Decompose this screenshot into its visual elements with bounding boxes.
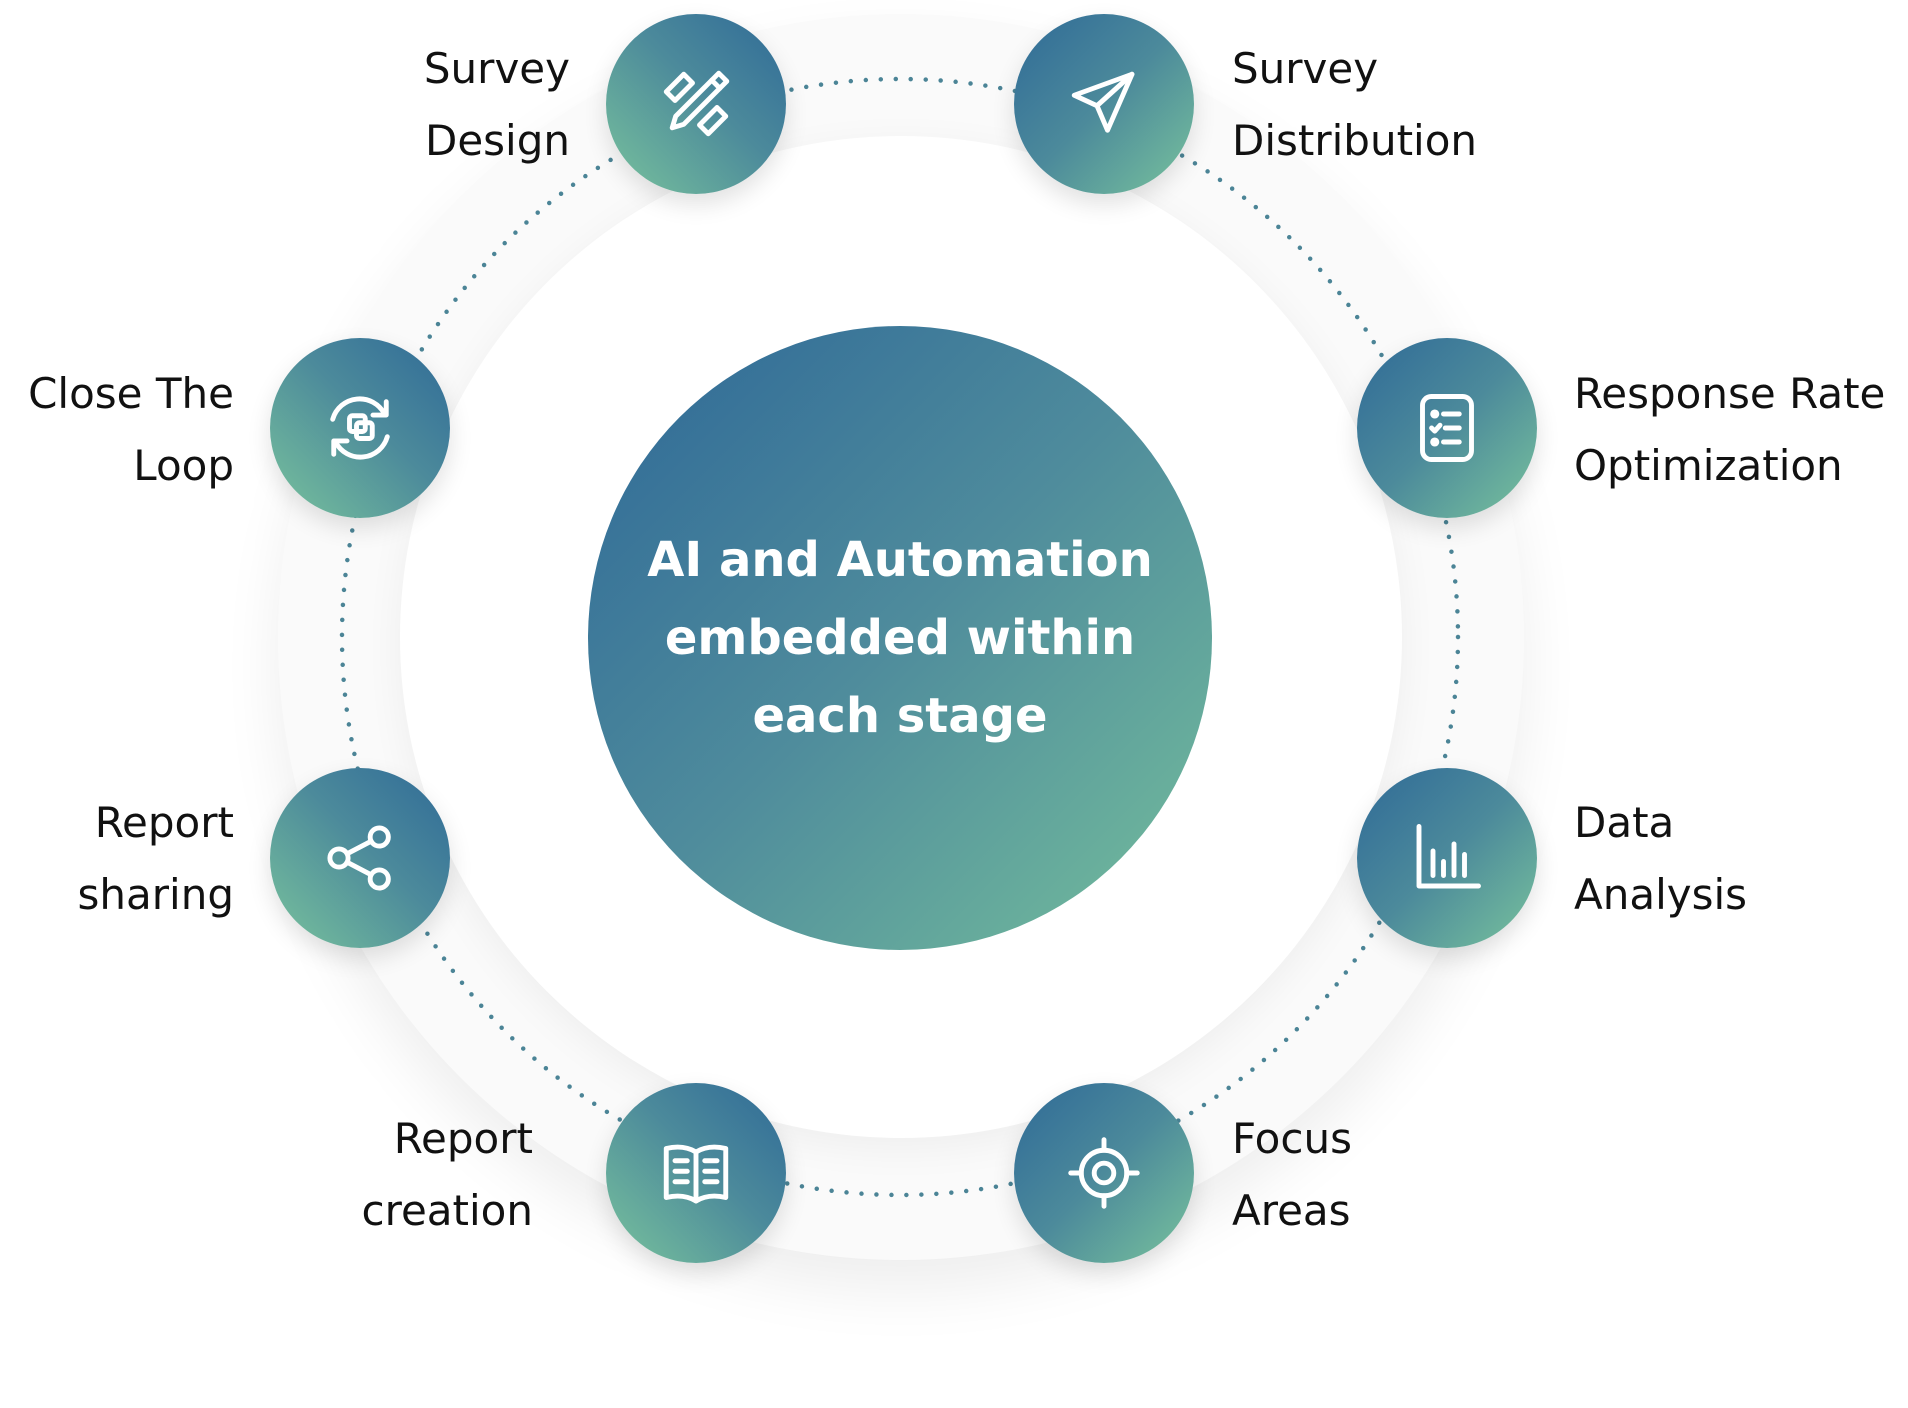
label-line: Close The: [28, 369, 234, 418]
pencil-ruler-icon: [663, 70, 730, 137]
stage-label-report-creation: Report creation: [362, 1103, 533, 1247]
center-title: AI and Automation embedded within each s…: [647, 532, 1153, 744]
stage-node-close-the-loop: [270, 338, 450, 518]
target-icon: [1068, 1137, 1140, 1209]
label-line: Distribution: [1232, 116, 1478, 165]
stage-label-survey-distribution: Survey Distribution: [1232, 33, 1477, 177]
label-line: creation: [361, 1186, 533, 1235]
stage-node-survey-design: [606, 14, 786, 194]
stage-node-data-analysis: [1357, 768, 1537, 948]
label-line: Design: [424, 116, 570, 165]
stage-node-report-creation: [606, 1083, 786, 1263]
stage-label-survey-design: Survey Design: [424, 33, 570, 177]
stage-label-report-sharing: Report sharing: [78, 787, 234, 931]
label-line: Data: [1574, 798, 1675, 847]
refresh-loop-icon: [330, 396, 390, 460]
label-line: Analysis: [1574, 870, 1748, 919]
stage-node-report-sharing: [270, 768, 450, 948]
label-line: Report: [94, 798, 234, 847]
label-line: Focus: [1232, 1114, 1352, 1163]
stage-label-close-the-loop: Close The Loop: [28, 358, 234, 502]
label-line: Optimization: [1574, 441, 1843, 490]
label-line: Areas: [1232, 1186, 1351, 1235]
stage-label-data-analysis: Data Analysis: [1574, 787, 1747, 931]
label-line: Loop: [133, 441, 234, 490]
paper-plane-icon: [1071, 71, 1135, 133]
stage-node-response-rate-optimization: [1357, 338, 1537, 518]
label-line: sharing: [77, 870, 234, 919]
bar-chart-icon: [1416, 824, 1481, 889]
label-line: Response Rate: [1574, 369, 1886, 418]
label-line: Survey: [1232, 44, 1379, 93]
stage-label-focus-areas: Focus Areas: [1232, 1103, 1352, 1247]
label-line: Survey: [423, 44, 570, 93]
label-line: Report: [393, 1114, 533, 1163]
center-circle: AI and Automation embedded within each s…: [588, 326, 1212, 950]
open-book-icon: [663, 1144, 729, 1204]
checklist-icon: [1420, 394, 1474, 462]
stage-node-focus-areas: [1014, 1083, 1194, 1263]
stage-node-survey-distribution: [1014, 14, 1194, 194]
stage-label-response-rate-optimization: Response Rate Optimization: [1574, 358, 1885, 502]
share-icon: [327, 825, 391, 891]
